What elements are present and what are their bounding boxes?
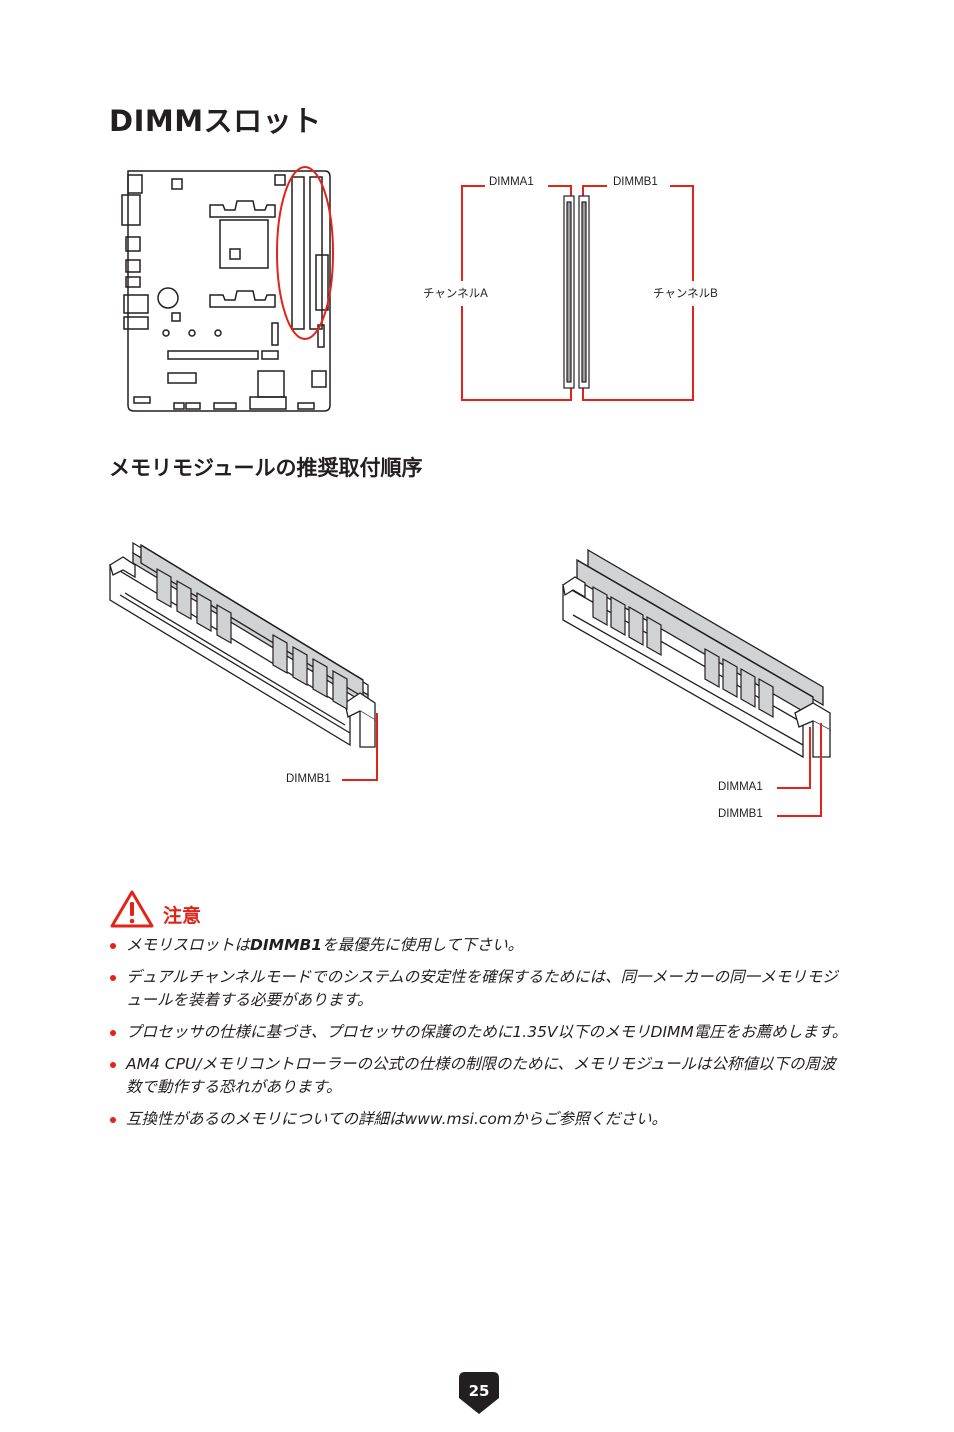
dimm-b1-label: DIMMB1 <box>613 176 658 188</box>
channel-b-label: チャンネルB <box>653 288 718 300</box>
dual-module-illustration <box>562 548 831 817</box>
page-number: 25 <box>468 1382 490 1400</box>
dual-module-label-b1: DIMMB1 <box>718 808 763 820</box>
list-item-bold: DIMMB1 <box>250 936 323 954</box>
warning-icon <box>110 890 154 928</box>
list-item-text: AM4 CPU/メモリコントローラーの公式の仕様の制限のために、メモリモジュール… <box>126 1055 836 1096</box>
list-item-text: プロセッサの仕様に基づき、プロセッサの保護のために1.35V以下のメモリDIMM… <box>126 1023 848 1041</box>
bullet-icon <box>110 1117 116 1123</box>
bullet-icon <box>110 1062 116 1068</box>
list-item-text: を最優先に使用して下さい。 <box>322 936 524 954</box>
dimm-channel-diagram <box>461 185 694 401</box>
bullet-icon <box>110 1030 116 1036</box>
bullet-icon <box>110 975 116 981</box>
single-module-label: DIMMB1 <box>286 773 331 785</box>
list-item: 互換性があるのメモリについての詳細はwww.msi.comからご参照ください。 <box>110 1108 850 1131</box>
bullet-icon <box>110 943 116 949</box>
list-item: プロセッサの仕様に基づき、プロセッサの保護のために1.35V以下のメモリDIMM… <box>110 1021 850 1044</box>
single-module-illustration <box>109 541 378 781</box>
page-number-badge: 25 <box>459 1372 499 1414</box>
motherboard-diagram <box>121 166 334 412</box>
list-item: AM4 CPU/メモリコントローラーの公式の仕様の制限のために、メモリモジュール… <box>110 1053 850 1099</box>
caution-list: メモリスロットはDIMMB1を最優先に使用して下さい。 デュアルチャンネルモード… <box>110 934 850 1140</box>
list-item-text: デュアルチャンネルモードでのシステムの安定性を確保するためには、同一メーカーの同… <box>126 968 838 1009</box>
dual-module-label-a1: DIMMA1 <box>718 781 763 793</box>
subsection-title: メモリモジュールの推奨取付順序 <box>109 456 423 480</box>
list-item: メモリスロットはDIMMB1を最優先に使用して下さい。 <box>110 934 850 957</box>
list-item: デュアルチャンネルモードでのシステムの安定性を確保するためには、同一メーカーの同… <box>110 966 850 1012</box>
list-item-text: 互換性があるのメモリについての詳細はwww.msi.comからご参照ください。 <box>126 1110 668 1128</box>
channel-a-label: チャンネルA <box>423 288 488 300</box>
caution-title: 注意 <box>163 905 202 927</box>
list-item-text: メモリスロットは <box>126 936 251 954</box>
section-title: DIMMスロット <box>109 104 322 138</box>
dimm-a1-label: DIMMA1 <box>489 176 534 188</box>
